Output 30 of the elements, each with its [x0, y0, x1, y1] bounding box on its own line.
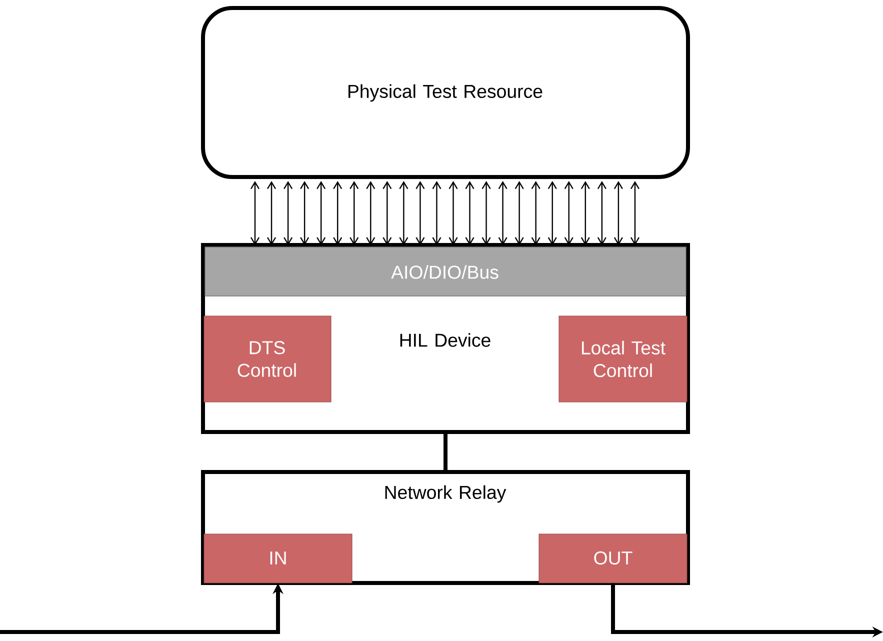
- arrow: [250, 181, 260, 246]
- arrow: [432, 181, 442, 246]
- control-box: Local Test Control: [558, 316, 688, 402]
- arrow: [564, 181, 574, 246]
- arrow: [514, 181, 524, 246]
- resource-box: Physical Test Resource: [201, 6, 690, 179]
- arrow: [580, 181, 590, 246]
- port-box: OUT: [538, 534, 688, 584]
- arrow: [366, 181, 376, 246]
- arrow: [465, 181, 474, 246]
- arrow: [284, 181, 293, 246]
- control-box: DTS Control: [204, 316, 332, 402]
- arrow: [630, 181, 640, 246]
- arrow: [267, 181, 276, 246]
- arrow: [382, 181, 392, 246]
- arrow: [416, 181, 425, 246]
- arrow: [482, 181, 491, 246]
- arrow: [300, 181, 310, 246]
- arrow: [316, 181, 326, 246]
- arrow: [448, 181, 458, 246]
- arrow: [597, 181, 606, 246]
- arrow: [399, 181, 408, 246]
- arrow: [333, 181, 342, 246]
- arrow: [531, 181, 540, 246]
- arrow: [350, 181, 359, 246]
- arrow: [548, 181, 557, 246]
- arrow: [498, 181, 508, 246]
- bus-bar: AIO/DIO/Bus: [204, 246, 686, 296]
- arrow: [614, 181, 623, 246]
- port-box: IN: [204, 534, 352, 584]
